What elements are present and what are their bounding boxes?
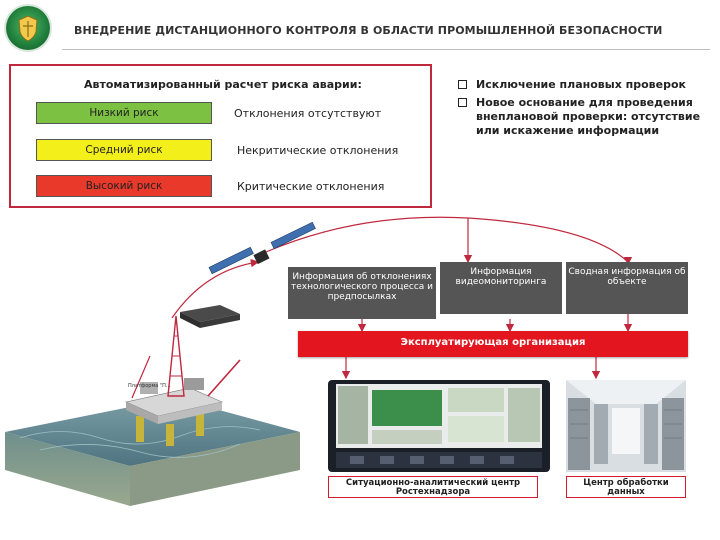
checkbox-bullet-icon bbox=[458, 98, 467, 107]
list-item-text: Новое основание для проведения внепланов… bbox=[476, 96, 701, 137]
medium-risk-description: Некритические отклонения bbox=[237, 144, 399, 157]
info-box-deviations: Информация об отклонениях технологическо… bbox=[288, 267, 436, 319]
org-to-centers-connectors bbox=[341, 357, 601, 380]
satellite-icon bbox=[208, 221, 316, 275]
info-box-video-monitoring: Информация видеомониторинга bbox=[440, 262, 562, 314]
checkbox-bullet-icon bbox=[458, 80, 467, 89]
situation-center-label: Ситуационно-аналитический центр Ростехна… bbox=[328, 476, 538, 498]
list-item-text: Исключение плановых проверок bbox=[476, 78, 686, 91]
emblem-icon bbox=[6, 6, 50, 50]
risk-panel-title: Автоматизированный расчет риска аварии: bbox=[84, 78, 362, 91]
data-center-label: Центр обработки данных bbox=[566, 476, 686, 498]
info-box-object-summary: Сводная информация об объекте bbox=[566, 262, 688, 314]
page-title: ВНЕДРЕНИЕ ДИСТАНЦИОННОГО КОНТРОЛЯ В ОБЛА… bbox=[74, 24, 663, 37]
low-risk-description: Отклонения отсутствуют bbox=[234, 107, 382, 120]
list-item: Новое основание для проведения внепланов… bbox=[456, 96, 706, 138]
list-item: Исключение плановых проверок bbox=[456, 78, 706, 92]
medium-risk-bar: Средний риск bbox=[36, 139, 212, 161]
situation-center-image bbox=[328, 380, 550, 472]
data-center-image bbox=[566, 380, 686, 472]
router-device-icon bbox=[180, 305, 240, 328]
operating-organization-bar: Эксплуатирующая организация bbox=[298, 331, 688, 357]
benefits-list: Исключение плановых проверок Новое основ… bbox=[456, 78, 706, 142]
low-risk-bar: Низкий риск bbox=[36, 102, 212, 124]
satellite-link-arc bbox=[171, 216, 633, 319]
risk-panel bbox=[9, 64, 432, 208]
info-to-org-connectors bbox=[357, 313, 633, 333]
offshore-platform-illustration bbox=[5, 315, 300, 506]
platform-label: Платформа "П... bbox=[128, 383, 171, 389]
header-divider bbox=[62, 49, 710, 50]
emblem-shield-icon bbox=[18, 15, 38, 42]
high-risk-bar: Высокий риск bbox=[36, 175, 212, 197]
high-risk-description: Критические отклонения bbox=[237, 180, 385, 193]
